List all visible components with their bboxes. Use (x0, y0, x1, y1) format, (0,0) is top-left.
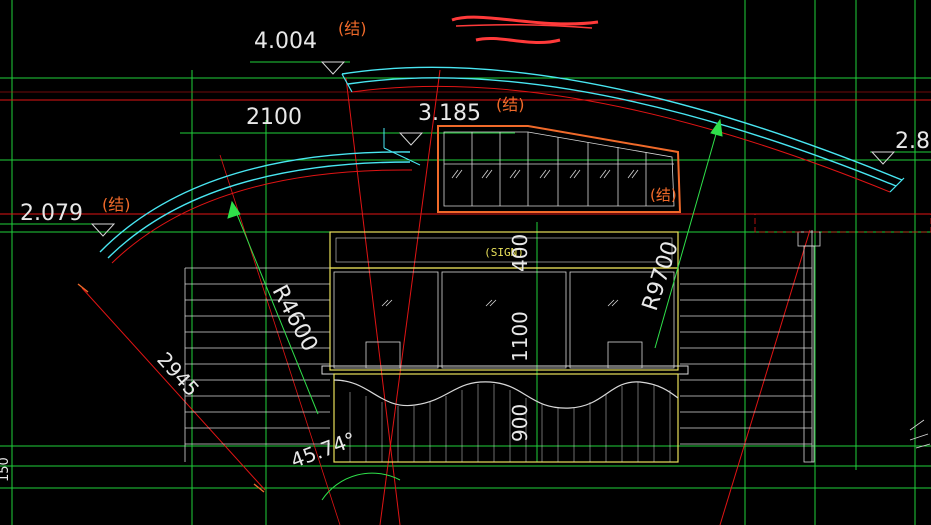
elevation-marker-left (90, 223, 116, 237)
roof-end-cap (889, 177, 905, 193)
structural-tag: (结) (338, 19, 367, 38)
glass-hatch (481, 169, 489, 179)
angle-arc (321, 472, 401, 501)
glass-hatch (573, 169, 581, 179)
right-column-detail (754, 213, 931, 463)
left-roof-outer (99, 151, 411, 253)
glass-hatch (607, 299, 615, 307)
glass-hatch (543, 169, 551, 179)
window-outline (437, 125, 682, 213)
scribble-line (455, 23, 593, 29)
elevation-label-right: 2.86 (895, 129, 931, 154)
glass-hatch (513, 169, 521, 179)
elevation-marker-right (870, 151, 896, 165)
elevation-marker-top (320, 61, 346, 75)
elevation-label-top: 4.004 (254, 29, 317, 54)
dimension-ticks (77, 283, 265, 493)
dim-tick (253, 483, 265, 493)
radius-leaders (227, 118, 723, 501)
left-roof-axis (111, 169, 413, 264)
glass-hatch (451, 169, 459, 179)
counter-left (365, 341, 401, 369)
glazing-panel-center (441, 271, 567, 369)
arrowhead (227, 200, 241, 219)
axis-lines (0, 69, 931, 525)
roof-support (383, 147, 421, 166)
redaction-scribble (451, 15, 599, 44)
elevation-label-mid: 3.185 (418, 101, 481, 126)
glass-hatch (385, 299, 393, 307)
dim-tick (77, 283, 89, 293)
scribble-line (475, 36, 561, 44)
edge-dimension: 150 (0, 457, 12, 482)
radius-axis-line (345, 77, 401, 525)
window-frame (443, 131, 675, 207)
glass-hatch (485, 169, 493, 179)
radius-axis-line (379, 69, 441, 525)
sign-label: (SIGN) (484, 246, 524, 259)
wall-siding (184, 230, 813, 462)
beam-section (754, 213, 931, 233)
window-structural-tag: (结) (650, 186, 677, 204)
glass-hatch (611, 299, 619, 307)
glass-hatch (539, 169, 547, 179)
glass-hatch (631, 169, 639, 179)
main-roof-axis (351, 85, 891, 193)
axis-line-diag (219, 154, 341, 525)
glazing-frame (329, 267, 679, 371)
text-labels: 4.004 (结) 3.185 (结) 2.079 (结) 2.86 (结) 2… (0, 19, 931, 482)
dimension-900: 900 (508, 404, 532, 442)
wave-trim (333, 379, 679, 409)
glass-hatch (599, 169, 607, 179)
elevation-marker-mid (398, 132, 424, 146)
glass-hatch (455, 169, 463, 179)
glass-hatch (485, 299, 493, 307)
glass-hatch (603, 169, 611, 179)
glass-hatch (509, 169, 517, 179)
span-dimension: 2100 (246, 105, 302, 130)
clerestory-window (437, 125, 682, 213)
structural-tag: (结) (102, 195, 131, 214)
arrowhead (710, 118, 723, 137)
roof-arches (99, 66, 905, 264)
elevation-label-left: 2.079 (20, 201, 83, 226)
counter-right (607, 341, 643, 369)
glass-hatch (489, 299, 497, 307)
column-shaft (803, 245, 815, 463)
radius-label-left: R4600 (267, 281, 323, 356)
sign-panel (335, 237, 673, 263)
dimension-line-2945 (81, 287, 266, 491)
dimension-1100: 1100 (508, 311, 532, 362)
elevation-markers (90, 61, 896, 237)
main-roof-inner (347, 77, 897, 187)
main-roof-outer (341, 66, 903, 181)
glass-hatch (569, 169, 577, 179)
scribble-line (451, 15, 599, 26)
glass-hatch (627, 169, 635, 179)
base-panel (333, 373, 679, 463)
left-roof-inner (107, 161, 411, 259)
fixture-detail (909, 419, 931, 449)
dimension-400: 400 (508, 234, 532, 272)
radius-leader-left (231, 201, 319, 415)
glazing-panel-left (333, 271, 439, 369)
roof-end-cap (341, 73, 353, 93)
glass-hatch (381, 299, 389, 307)
axis-line-diag (719, 229, 811, 525)
structural-tag: (结) (496, 95, 525, 114)
radius-label-right: R9700 (638, 238, 684, 314)
storefront (321, 231, 689, 463)
radius-leader-right (654, 119, 721, 349)
